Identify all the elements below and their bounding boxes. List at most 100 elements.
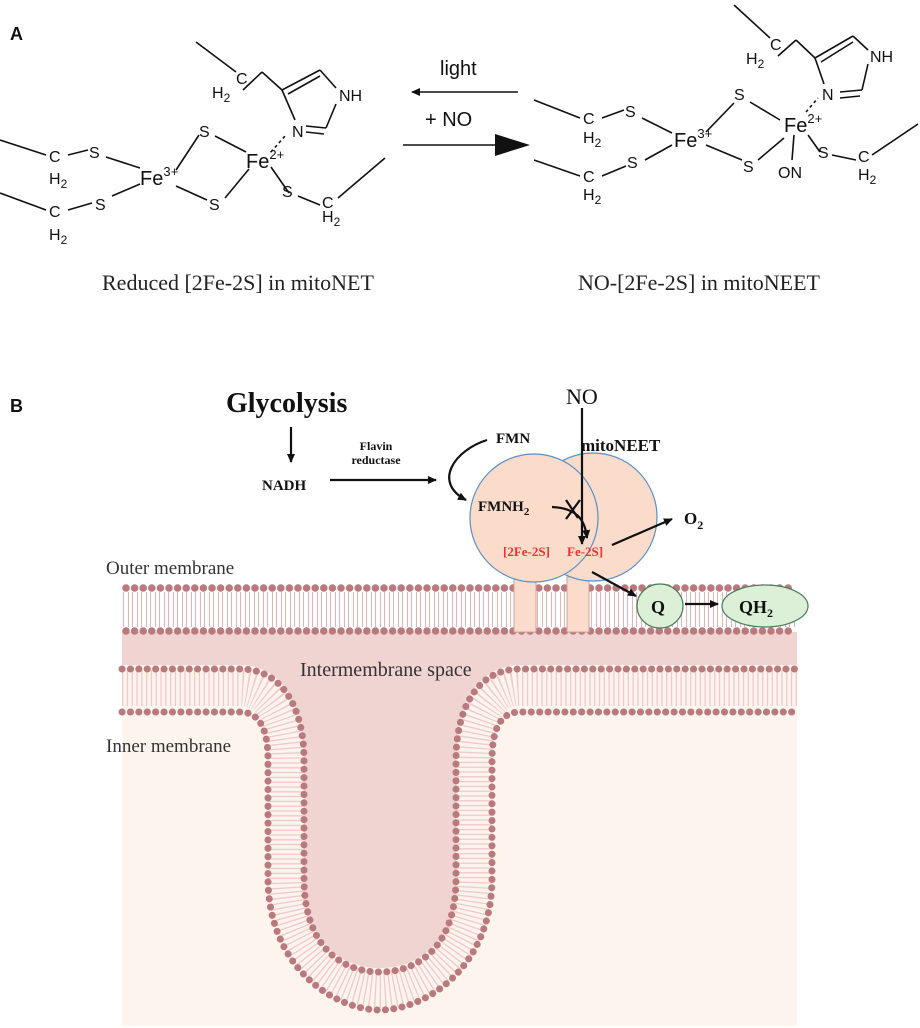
lipid-head: [621, 627, 629, 635]
nadh-label: NADH: [262, 478, 306, 494]
lipid-head: [414, 627, 423, 635]
lipid-head: [492, 627, 500, 635]
lipid-head: [698, 627, 706, 635]
blocked-cross-a: [565, 499, 579, 519]
lipid-head: [337, 627, 345, 635]
lipid-head: [268, 627, 277, 635]
lipid-head: [388, 627, 397, 635]
left-n-ring: N: [292, 124, 304, 141]
right-h2-3: H2: [858, 167, 877, 187]
lipid-head: [775, 627, 784, 635]
right-s-bridge-top: S: [734, 87, 745, 104]
inner-membrane-label: Inner membrane: [106, 736, 231, 757]
forward-label-no: + NO: [425, 109, 472, 131]
lipid-head: [535, 584, 543, 592]
left-c-3: C: [322, 195, 334, 212]
lipid-head: [380, 584, 388, 592]
right-s-bridge-bottom: S: [743, 159, 754, 176]
right-h2-4: H2: [746, 51, 765, 71]
lipid-head: [294, 584, 302, 592]
lipid-head: [165, 584, 173, 592]
lipid-head: [182, 584, 190, 592]
right-on-ligand: ON: [778, 165, 802, 182]
lipid-head: [345, 627, 354, 635]
inner-membrane: [118, 665, 801, 1014]
left-nh-ring: NH: [339, 88, 362, 105]
left-h2-4: H2: [212, 85, 231, 105]
lipid-head: [457, 627, 466, 635]
pathway-arrows: [287, 408, 719, 608]
lipid-head: [148, 627, 156, 635]
lipid-head: [337, 584, 345, 592]
fmnh2-label: FMNH2: [478, 499, 530, 518]
lipid-head: [483, 627, 492, 635]
left-molecule-caption: Reduced [2Fe-2S] in mitoNET: [102, 270, 374, 295]
lipid-head: [672, 627, 681, 635]
lipid-head: [595, 584, 603, 592]
lipid-head: [457, 584, 466, 592]
lipid-head: [664, 627, 672, 635]
inner-membrane-heads-top: [118, 665, 801, 976]
left-c-1: C: [49, 149, 61, 166]
lipid-head: [311, 627, 320, 635]
mitoneet-label: mitoNEET: [581, 436, 661, 455]
lipid-head: [707, 627, 715, 635]
lipid-head: [242, 627, 251, 635]
lipid-head: [423, 584, 431, 592]
lipid-head: [724, 584, 732, 592]
lipid-head: [225, 627, 233, 635]
right-c-4: C: [770, 37, 782, 54]
lipid-head: [139, 584, 147, 592]
lipid-head: [492, 584, 500, 592]
lipid-head: [199, 627, 208, 635]
lipid-head: [732, 627, 741, 635]
lipid-head: [449, 627, 457, 635]
outer-membrane-tails: [122, 592, 797, 627]
lipid-head: [234, 584, 242, 592]
mitoneet-anchor-left: [513, 576, 537, 633]
quinone-q: [636, 583, 684, 629]
lipid-head: [363, 627, 371, 635]
inner-membrane-tails: [122, 670, 797, 1009]
right-s-right: S: [818, 145, 829, 162]
lipid-head: [225, 584, 233, 592]
left-c-2: C: [49, 204, 61, 221]
right-nh-ring: NH: [870, 49, 893, 66]
flavin-reductase-line1: Flavin: [360, 439, 393, 453]
right-molecule-atoms: Fe3+ Fe2+ S S S S S ON C H2 C H2 C H2 C …: [583, 37, 893, 207]
lipid-head: [707, 584, 715, 592]
lipid-head: [689, 627, 698, 635]
lipid-head: [595, 627, 603, 635]
left-s-bridge-bottom: S: [209, 197, 220, 214]
lipid-head: [156, 584, 165, 592]
lipid-head: [483, 584, 492, 592]
left-molecule-structure: [0, 41, 386, 211]
left-s-bottom: S: [95, 197, 106, 214]
lipid-head: [320, 584, 328, 592]
blocked-cross-b: [565, 499, 581, 520]
left-s-right: S: [282, 184, 293, 201]
cluster-left-label: [2Fe-2S]: [503, 544, 550, 559]
outer-membrane: [122, 584, 797, 635]
lipid-head: [543, 584, 552, 592]
lipid-head: [285, 627, 294, 635]
lipid-head: [474, 584, 483, 592]
lipid-head: [251, 627, 259, 635]
cluster-right-label: Fe-2S]: [567, 544, 603, 559]
lipid-head: [354, 627, 363, 635]
lipid-head: [363, 584, 371, 592]
fmn-to-fmnh2-arrow: [448, 438, 488, 501]
lipid-head: [277, 584, 285, 592]
lipid-head: [784, 627, 792, 635]
lipid-head: [466, 627, 474, 635]
lipid-head: [139, 627, 147, 635]
mitoneet-anchor-right: [566, 576, 590, 633]
left-s-bridge-top: S: [199, 124, 210, 141]
lipid-head: [741, 627, 749, 635]
lipid-head: [285, 584, 294, 592]
lipid-head: [277, 627, 285, 635]
lipid-head: [302, 627, 311, 635]
lipid-head: [406, 584, 414, 592]
cluster-to-q-arrow: [591, 571, 637, 597]
